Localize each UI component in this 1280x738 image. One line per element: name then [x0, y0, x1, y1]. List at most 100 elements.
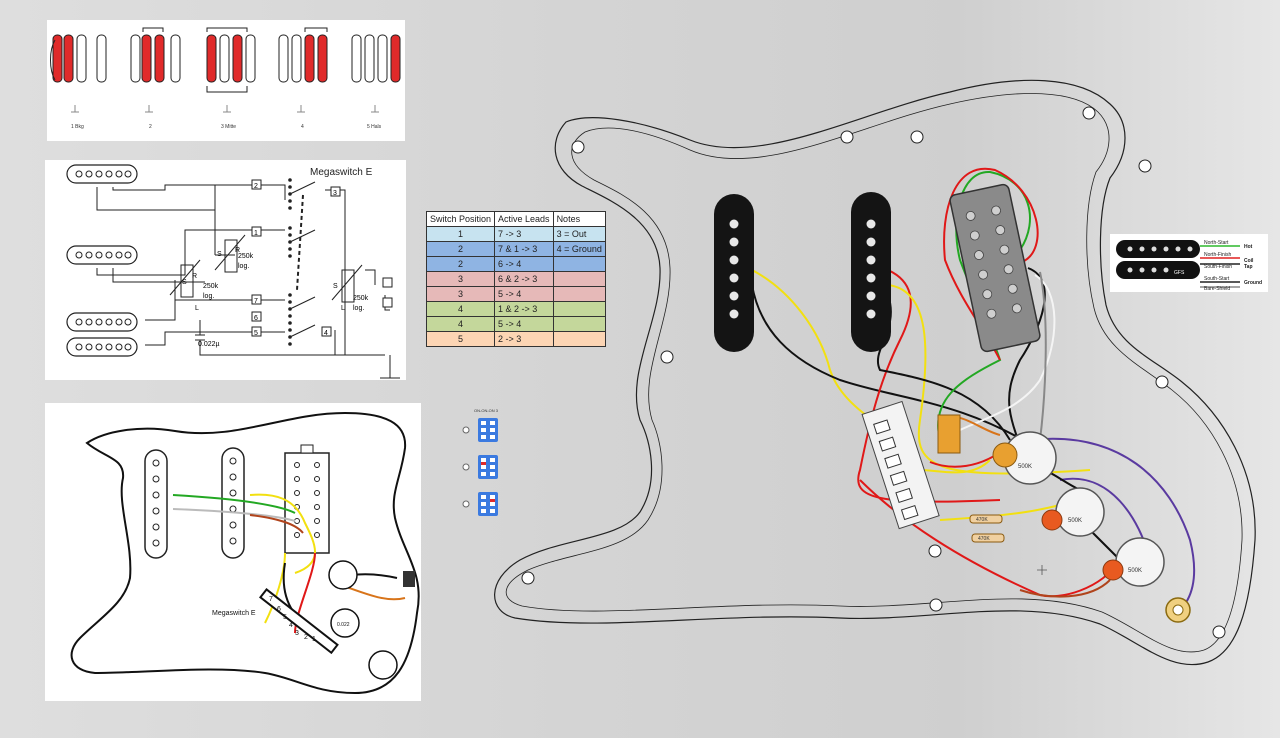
table-cell-position: 2: [425, 256, 496, 272]
neck-single-coil-pickup: [714, 194, 754, 352]
table-cell-notes: [552, 271, 606, 287]
svg-text:7: 7: [254, 298, 258, 305]
table-cell-position: 4: [425, 301, 496, 317]
svg-text:3 Mitte: 3 Mitte: [221, 124, 236, 130]
svg-text:3: 3: [295, 630, 299, 637]
svg-text:R: R: [192, 273, 197, 280]
svg-text:470K: 470K: [976, 517, 988, 523]
layout-pot-tone-1: 0.022: [330, 608, 360, 638]
svg-text:1 Bkg: 1 Bkg: [71, 124, 84, 130]
layout-humbucker-bridge: [284, 444, 330, 554]
table-cell-leads: 5 -> 4: [494, 316, 554, 332]
svg-text:Hot: Hot: [1244, 244, 1253, 250]
output-jack: [1165, 597, 1191, 623]
svg-text:4: 4: [301, 124, 304, 130]
layout-pot-tone-2: [368, 650, 398, 680]
col-header-position: Switch Position: [425, 211, 496, 227]
svg-text:Tap: Tap: [1244, 264, 1253, 270]
table-cell-position: 2: [425, 241, 496, 257]
ground-symbol: [380, 355, 400, 379]
screw-holes: [521, 106, 1226, 639]
svg-text:3: 3: [333, 190, 337, 197]
svg-text:Coil: Coil: [1244, 258, 1254, 264]
svg-text:2: 2: [304, 634, 308, 641]
table-cell-leads: 7 & 1 -> 3: [494, 241, 554, 257]
table-cell-leads: 5 -> 4: [494, 286, 554, 302]
svg-text:5: 5: [254, 330, 258, 337]
svg-text:North-Start: North-Start: [1204, 240, 1229, 246]
switch-dashed-actuator: [296, 194, 304, 291]
svg-text:ON-ON-ON 3: ON-ON-ON 3: [474, 408, 499, 413]
position-1-diagram: 1 Bkg: [50, 34, 107, 130]
svg-text:2: 2: [254, 183, 258, 190]
pickguard-inner-outline: [505, 93, 1243, 653]
schematic-pot-1: [169, 259, 201, 298]
switch-contacts: [288, 178, 292, 346]
table-cell-notes: [552, 301, 606, 317]
svg-text:4: 4: [324, 330, 328, 337]
svg-text:250k: 250k: [203, 283, 219, 290]
humbucker-color-key: GFS North-Start North-Finish South-Finis…: [1110, 234, 1268, 292]
toggle-position-middle: [462, 455, 498, 479]
gfs-brand-label: GFS: [1174, 270, 1185, 276]
svg-text:0.022µ: 0.022µ: [198, 341, 220, 348]
schematic-pot-2: [214, 234, 246, 273]
table-cell-position: 3: [425, 271, 496, 287]
resistor-1: 470K: [969, 514, 1003, 524]
svg-text:North-Finish: North-Finish: [1204, 252, 1231, 258]
layout-pickguard-outline: [70, 411, 420, 695]
table-cell-position: 5: [425, 331, 496, 347]
table-cell-notes: [552, 316, 606, 332]
svg-text:0.022: 0.022: [337, 622, 350, 628]
schematic-pot-3: [331, 264, 363, 303]
schematic-title: Megaswitch E: [310, 167, 373, 178]
layout-switch: [258, 588, 339, 655]
position-3-diagram: 3 Mitte: [206, 27, 256, 130]
svg-text:R: R: [235, 247, 240, 254]
svg-text:470K: 470K: [978, 536, 990, 542]
schematic-pickup-middle: [66, 245, 138, 265]
svg-text:500K: 500K: [1128, 568, 1142, 574]
tone-capacitor: [937, 414, 961, 454]
svg-text:7: 7: [269, 596, 273, 603]
table-cell-position: 4: [425, 316, 496, 332]
table-cell-leads: 2 -> 3: [494, 331, 554, 347]
svg-text:log.: log.: [238, 263, 249, 270]
toggle-switch-legend: ON-ON-ON 3: [462, 408, 499, 516]
schematic-pickup-neck: [66, 164, 138, 184]
position-5-diagram: 5 Hals: [351, 34, 401, 130]
megaswitch-schematic-panel: 2 1 7 6 5 3 4 Megaswitch E 250k log. 250…: [45, 160, 406, 380]
resistor-2: 470K: [971, 533, 1005, 543]
svg-text:500K: 500K: [1068, 518, 1082, 524]
svg-text:log.: log.: [353, 305, 364, 312]
table-cell-position: 1: [425, 226, 496, 242]
table-cell-notes: [552, 256, 606, 272]
svg-text:5 Hals: 5 Hals: [367, 124, 382, 130]
svg-text:log.: log.: [203, 293, 214, 300]
table-cell-leads: 7 -> 3: [494, 226, 554, 242]
table-cell-leads: 6 -> 4: [494, 256, 554, 272]
svg-text:500K: 500K: [1018, 464, 1032, 470]
svg-text:South-Finish: South-Finish: [1204, 264, 1232, 270]
svg-text:S: S: [217, 251, 222, 258]
position-2-diagram: 2: [130, 27, 181, 130]
col-header-leads: Active Leads: [494, 211, 554, 227]
svg-text:5: 5: [283, 614, 287, 621]
middle-single-coil-pickup: [851, 192, 891, 352]
svg-text:Ground: Ground: [1244, 280, 1262, 286]
schematic-pickup-bridge: [66, 312, 138, 357]
pickup-positions-panel: 1 Bkg 2 3 Mitte: [47, 20, 405, 141]
svg-text:4: 4: [289, 622, 293, 629]
svg-text:6: 6: [254, 315, 258, 322]
table-cell-notes: 4 = Ground: [552, 241, 606, 257]
svg-text:1: 1: [254, 230, 258, 237]
